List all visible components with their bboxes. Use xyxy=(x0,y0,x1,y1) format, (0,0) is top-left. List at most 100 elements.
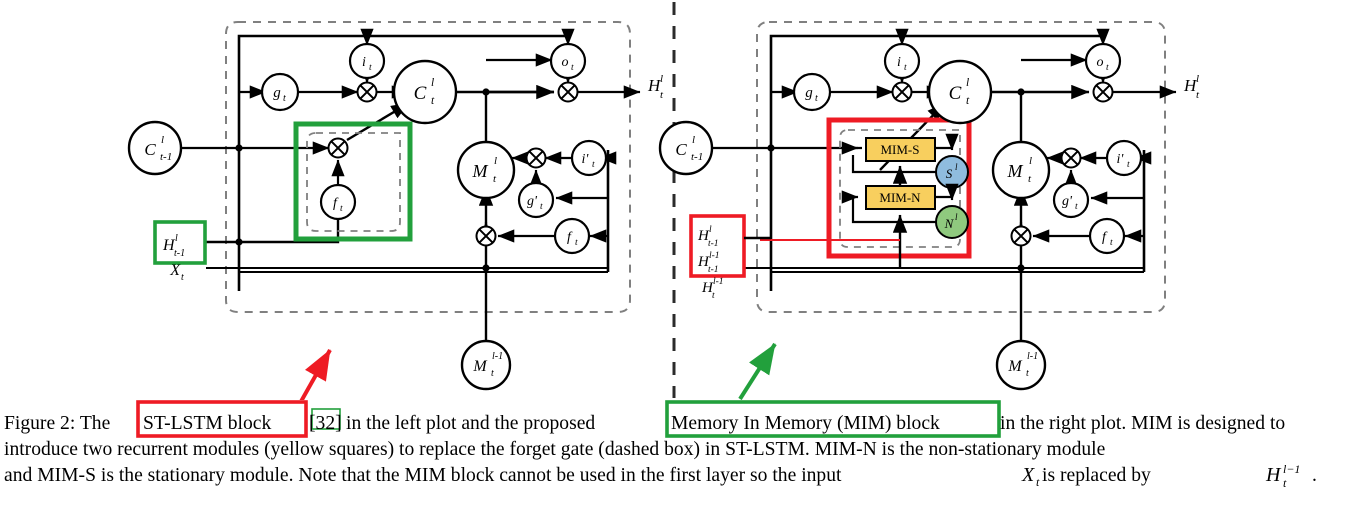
mult-gate-input xyxy=(356,81,378,103)
mim-label-h-in1-base: H xyxy=(697,228,710,244)
mim-node-m-prev-sup: l-1 xyxy=(1027,351,1038,362)
label-h-in-sup: l xyxy=(175,233,178,244)
node-g-prime-sub: t xyxy=(540,202,543,212)
mim-label-h-in1: H l t-1 xyxy=(697,225,719,249)
node-g-prime: g' t xyxy=(517,181,555,219)
caption-line3-h-sub: t xyxy=(1283,476,1287,490)
node-m-cur-sup: l xyxy=(494,155,497,167)
figure-2-diagram: C l t-1 g t i t C l xyxy=(127,2,1200,400)
mim-node-g-prime: g' t xyxy=(1052,181,1090,219)
node-f2-sub: t xyxy=(575,238,578,248)
label-h-out-sup: l xyxy=(660,73,663,85)
node-s-state-sup: l xyxy=(955,162,958,172)
mult-gate-forget xyxy=(327,137,349,159)
wire-h-to-f xyxy=(205,212,340,244)
node-o-sub: t xyxy=(571,63,574,73)
mim-modules-dashed-box xyxy=(839,129,961,248)
mim-node-g-sub: t xyxy=(815,93,818,104)
node-m-prev: M l-1 t xyxy=(460,339,512,391)
mim-mult-gate-mprime xyxy=(1060,147,1082,169)
mim-node-c-cur-sub: t xyxy=(966,95,970,107)
node-g-label: g xyxy=(273,85,281,101)
mim-mult-gate-output xyxy=(1092,81,1114,103)
node-c-prev: C l t-1 xyxy=(127,120,183,176)
mim-outer-dashed-box xyxy=(756,21,1166,313)
caption-line3-x-sub: t xyxy=(1036,475,1040,489)
caption-svg: Figure 2: The ST-LSTM block [32] in the … xyxy=(4,400,1317,490)
caption-green-box xyxy=(665,400,1001,438)
node-m-prev-sub: t xyxy=(491,368,494,379)
mim-node-m-cur-sub: t xyxy=(1028,173,1032,185)
caption-line2: introduce two recurrent modules (yellow … xyxy=(4,439,1106,460)
mim-label-h-in3: H l-1 t xyxy=(701,277,724,301)
node-n-state: N l xyxy=(935,205,969,239)
mim-junction-cprev xyxy=(767,144,775,152)
mim-node-f2-sub: t xyxy=(1110,238,1113,248)
mim-node-o: o t xyxy=(1084,42,1122,80)
node-c-prev-sub: t-1 xyxy=(160,151,172,163)
forget-gate-green-box xyxy=(293,121,413,242)
mim-node-i: i t xyxy=(883,42,921,80)
caption-line3-b: is replaced by xyxy=(1042,465,1151,486)
mim-node-i-sub: t xyxy=(904,63,907,73)
node-c-prev-sup: l xyxy=(161,134,164,146)
input-bus xyxy=(237,34,568,291)
label-x-in-sub: t xyxy=(181,272,184,283)
mim-node-g-label: g xyxy=(805,85,813,101)
caption-green-cite-box xyxy=(311,408,341,430)
junction-mprev xyxy=(482,264,490,272)
node-c-cur-label: C xyxy=(414,83,427,104)
mim-n-label: MIM-N xyxy=(879,190,921,205)
mim-node-c-prev-label: C xyxy=(675,140,687,159)
node-g-prime-label: g' xyxy=(527,194,538,209)
node-i: i t xyxy=(348,42,386,80)
mim-label-h-in3-sub: t xyxy=(712,291,715,301)
caption-line1-tail: in the right plot. MIM is designed to xyxy=(1000,413,1285,434)
mim-node-m-cur-sup: l xyxy=(1029,155,1032,167)
mult-gate-output xyxy=(557,81,579,103)
mim-label-h-out-sub: t xyxy=(1196,89,1200,101)
node-g-sub: t xyxy=(283,93,286,104)
node-m-cur-sub: t xyxy=(493,173,497,185)
mult-gate-mforget xyxy=(475,225,497,247)
node-n-state-sup: l xyxy=(955,212,958,222)
node-o-label: o xyxy=(562,55,569,70)
caption-line1-red-text: ST-LSTM block xyxy=(143,413,271,434)
mim-node-g: g t xyxy=(792,72,832,112)
mim-node-i-label: i xyxy=(897,55,901,70)
node-i-sub: t xyxy=(369,63,372,73)
mim-node-o-sub: t xyxy=(1106,63,1109,73)
mim-mult-gate-mforget xyxy=(1010,225,1032,247)
caption-line3-c: . xyxy=(1312,465,1317,486)
node-i-label: i xyxy=(362,55,366,70)
caption-line3-h: H xyxy=(1265,464,1282,486)
mim-label-h-in3-base: H xyxy=(701,280,714,296)
label-h-out: H l t xyxy=(647,73,664,101)
mim-node-c-cur-label: C xyxy=(949,83,962,104)
mim-node-c-cur: C l t xyxy=(927,59,993,125)
mim-node-g-prime-label: g' xyxy=(1062,194,1073,209)
caption-line1-green-text: Memory In Memory (MIM) block xyxy=(671,413,940,434)
mim-node-f2-label: f xyxy=(1102,230,1108,245)
mim-node-m-prev-sub: t xyxy=(1026,368,1029,379)
st-lstm-outer-dashed-box xyxy=(225,21,631,313)
node-i-prime-sub: t xyxy=(592,160,595,170)
mim-node-i-prime: i' t xyxy=(1105,139,1143,177)
label-x-in-base: X xyxy=(169,262,181,279)
mim-s-box xyxy=(865,137,936,162)
mim-node-m-prev-label: M xyxy=(1007,358,1023,375)
caption-line3-x: X xyxy=(1021,464,1035,486)
node-n-state-label: N xyxy=(944,216,955,231)
mim-label-h-in2-base: H xyxy=(697,254,710,270)
mim-node-c-prev-sub: t-1 xyxy=(691,151,703,163)
label-h-in: H l t-1 xyxy=(162,233,185,259)
mim-node-m-cur: M l t xyxy=(991,140,1051,200)
node-o: o t xyxy=(549,42,587,80)
node-m-prev-sup: l-1 xyxy=(492,351,503,362)
node-s-state-label: S xyxy=(946,166,953,181)
node-m-cur: M l t xyxy=(456,140,516,200)
node-f2: f t xyxy=(553,217,591,255)
mim-node-m-prev: M l-1 t xyxy=(995,339,1047,391)
mim-label-h-in3-sup: l-1 xyxy=(713,277,724,287)
